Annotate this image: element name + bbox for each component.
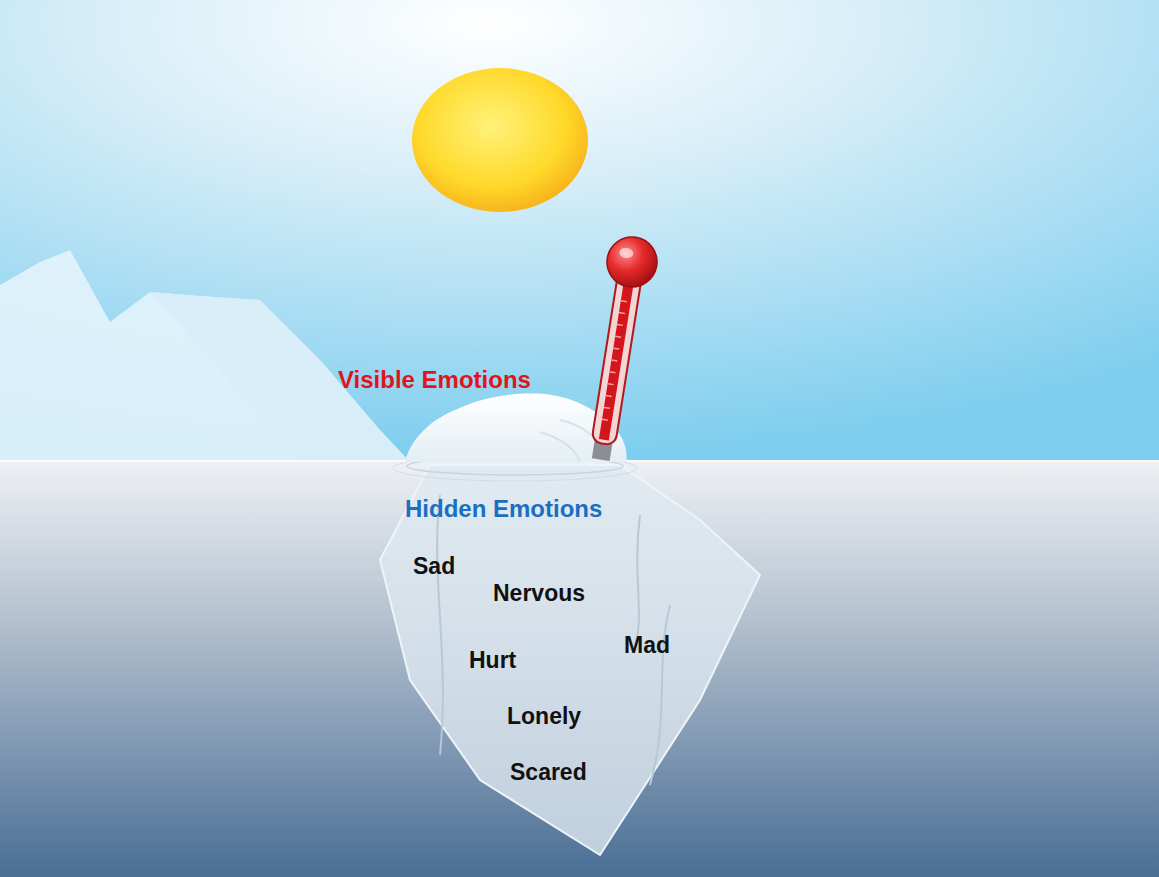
distant-mountain xyxy=(0,250,410,462)
ripple xyxy=(407,457,623,475)
thermometer-tube xyxy=(591,260,643,445)
mercury xyxy=(599,271,635,440)
scale-ticks xyxy=(602,301,627,420)
emotion-word: Sad xyxy=(413,553,455,580)
sun xyxy=(412,68,588,212)
emotion-word: Hurt xyxy=(469,647,516,674)
emotion-word: Scared xyxy=(510,759,587,786)
ripple xyxy=(393,455,637,481)
ice-shading xyxy=(540,420,605,462)
water-surface xyxy=(0,460,1159,462)
ice-crack xyxy=(437,495,670,785)
hidden-emotions-heading: Hidden Emotions xyxy=(405,495,602,523)
iceberg-tip xyxy=(405,394,627,462)
sky xyxy=(0,0,1159,462)
emotion-word: Mad xyxy=(624,632,670,659)
thermometer-base xyxy=(592,438,613,461)
visible-emotions-label: Visible Emotions xyxy=(338,366,531,394)
iceberg-body xyxy=(380,465,760,855)
water xyxy=(0,460,1159,877)
emotion-word: Nervous xyxy=(493,580,585,607)
thermometer-bulb xyxy=(603,233,660,290)
bulb-highlight xyxy=(619,247,634,259)
emotion-word: Lonely xyxy=(507,703,581,730)
submerged-iceberg: Hidden EmotionsSadNervousMadHurtLonelySc… xyxy=(370,455,770,860)
thermometer xyxy=(576,233,661,463)
